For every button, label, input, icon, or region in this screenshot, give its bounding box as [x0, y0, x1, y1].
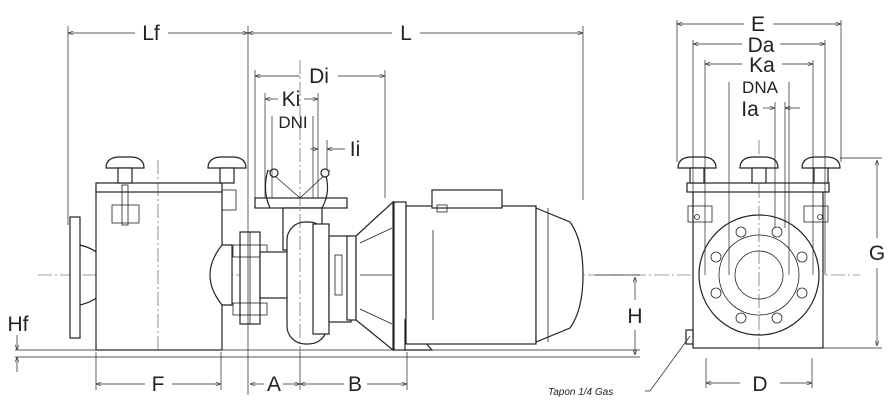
label-dni: DNI [278, 113, 307, 132]
label-b: B [348, 373, 362, 396]
label-g: G [869, 242, 885, 265]
label-ia: Ia [741, 98, 759, 121]
motor [405, 189, 584, 345]
label-hf: Hf [8, 313, 29, 336]
dimension-lines [17, 20, 882, 395]
drain-plug-note: Tapon 1/4 Gas [548, 387, 613, 398]
label-e: E [751, 13, 765, 36]
label-d: D [752, 373, 767, 396]
flange-bolt-holes [710, 226, 808, 324]
label-ii: Ii [350, 138, 361, 161]
label-l: L [400, 22, 412, 45]
strainer-body [69, 160, 237, 352]
connection-flange [232, 231, 289, 325]
front-knobs [677, 156, 841, 184]
label-dna: DNA [742, 78, 779, 97]
label-f: F [152, 373, 165, 396]
label-lf: Lf [142, 22, 160, 45]
label-a: A [267, 373, 281, 396]
label-di: Di [309, 65, 329, 88]
strainer-knob-right [207, 156, 247, 184]
label-ki: Ki [282, 88, 301, 111]
pump-volute [254, 60, 352, 352]
label-da: Da [748, 34, 775, 57]
label-h: H [627, 305, 642, 328]
strainer-knob-left [105, 156, 145, 184]
dimension-labels: Lf L Di Ki DNI Ii Hf F A B H E Da Ka DNA… [8, 13, 886, 398]
label-ka: Ka [749, 54, 775, 77]
